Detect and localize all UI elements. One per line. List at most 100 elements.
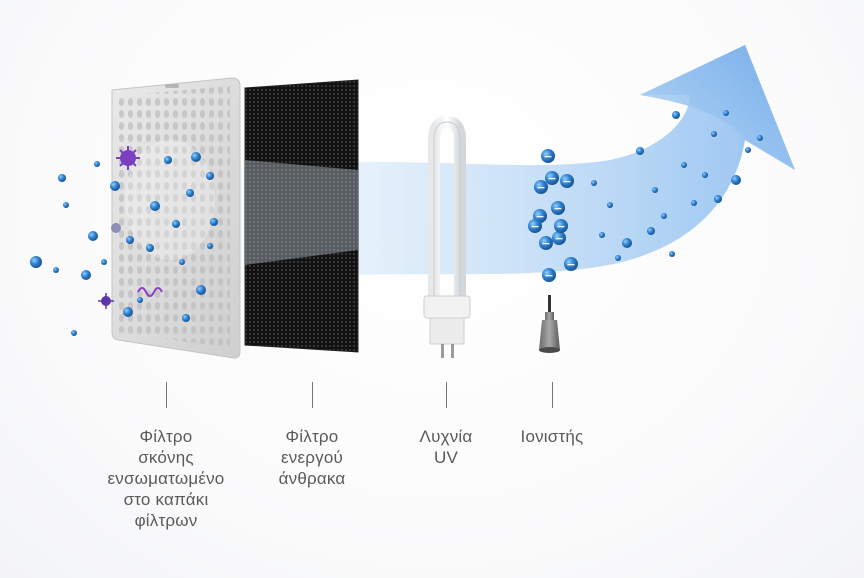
label-line: Λυχνία bbox=[419, 427, 473, 446]
air-particle bbox=[714, 195, 722, 203]
air-particle bbox=[607, 202, 613, 208]
svg-text:−: − bbox=[566, 258, 575, 271]
air-particle bbox=[206, 172, 214, 180]
air-particle bbox=[745, 147, 751, 153]
air-particle bbox=[591, 180, 597, 186]
air-particle bbox=[599, 232, 605, 238]
label-line: ενσωματωμένο bbox=[107, 469, 225, 488]
negative-ion-icon: − bbox=[534, 180, 548, 194]
negative-ion-icon: − bbox=[551, 201, 565, 215]
air-particle bbox=[71, 330, 77, 336]
label-ionizer: Ιονιστής bbox=[502, 426, 602, 447]
svg-text:−: − bbox=[544, 269, 553, 282]
label-line: ενεργού bbox=[281, 448, 343, 467]
airflow-arrow bbox=[230, 45, 795, 285]
air-particle bbox=[210, 218, 218, 226]
negative-ion-icon: − bbox=[542, 268, 556, 282]
leader-dust-filter bbox=[166, 382, 167, 408]
germ-icon bbox=[98, 293, 114, 309]
air-particle bbox=[647, 227, 655, 235]
carbon-filter bbox=[244, 79, 359, 353]
air-particle bbox=[179, 259, 185, 265]
air-particle bbox=[652, 187, 658, 193]
air-particle bbox=[191, 152, 201, 162]
label-line: UV bbox=[433, 448, 459, 467]
air-particle bbox=[615, 255, 621, 261]
label-line: άνθρακα bbox=[278, 469, 346, 488]
air-particle bbox=[661, 213, 667, 219]
air-particle bbox=[172, 220, 180, 228]
air-particles bbox=[30, 110, 763, 336]
air-particle bbox=[81, 270, 91, 280]
leader-uv-lamp bbox=[446, 382, 447, 408]
air-particle bbox=[186, 189, 194, 197]
svg-text:−: − bbox=[562, 175, 571, 188]
air-particle bbox=[669, 251, 675, 257]
air-particle bbox=[723, 110, 729, 116]
air-particle bbox=[757, 135, 763, 141]
leader-carbon-filter bbox=[312, 382, 313, 408]
air-particle bbox=[88, 231, 98, 241]
label-carbon-filter: Φίλτρο ενεργού άνθρακα bbox=[252, 426, 372, 489]
air-particle bbox=[681, 162, 687, 168]
air-particle bbox=[731, 175, 741, 185]
negative-ions: −−−−−−−−−−−− bbox=[528, 149, 578, 282]
air-particle bbox=[164, 156, 172, 164]
air-particle bbox=[196, 285, 206, 295]
svg-text:−: − bbox=[554, 232, 563, 245]
negative-ion-icon: − bbox=[564, 257, 578, 271]
negative-ion-icon: − bbox=[539, 236, 553, 250]
svg-text:−: − bbox=[541, 237, 550, 250]
negative-ion-icon: − bbox=[528, 219, 542, 233]
air-particle bbox=[711, 131, 717, 137]
germ-icon bbox=[116, 146, 140, 170]
negative-ion-icon: − bbox=[545, 171, 559, 185]
label-line: Φίλτρο bbox=[139, 427, 193, 446]
dust-particle bbox=[111, 223, 121, 233]
air-particle bbox=[636, 147, 644, 155]
dust-filter bbox=[111, 77, 241, 359]
ionizer bbox=[539, 295, 560, 353]
air-particle bbox=[702, 172, 708, 178]
air-particle bbox=[672, 111, 680, 119]
svg-text:−: − bbox=[553, 202, 562, 215]
label-line: φίλτρων bbox=[134, 511, 198, 530]
label-line: στο καπάκι bbox=[123, 490, 209, 509]
negative-ion-icon: − bbox=[560, 174, 574, 188]
label-uv-lamp: Λυχνία UV bbox=[396, 426, 496, 468]
air-particle bbox=[110, 181, 120, 191]
bacteria-icon bbox=[137, 287, 163, 297]
svg-text:−: − bbox=[535, 210, 544, 223]
label-line: σκόνης bbox=[138, 448, 194, 467]
svg-text:−: − bbox=[556, 220, 565, 233]
negative-ion-icon: − bbox=[541, 149, 555, 163]
label-line: Φίλτρο bbox=[285, 427, 339, 446]
svg-text:−: − bbox=[536, 181, 545, 194]
air-particle bbox=[150, 201, 160, 211]
label-line: Ιονιστής bbox=[520, 427, 584, 446]
air-particle bbox=[30, 256, 42, 268]
svg-text:−: − bbox=[547, 172, 556, 185]
negative-ion-icon: − bbox=[554, 219, 568, 233]
negative-ion-icon: − bbox=[552, 231, 566, 245]
air-particle bbox=[63, 202, 69, 208]
air-particle bbox=[58, 174, 66, 182]
svg-text:−: − bbox=[543, 150, 552, 163]
air-particle bbox=[137, 297, 143, 303]
air-particle bbox=[622, 238, 632, 248]
air-particle bbox=[207, 243, 213, 249]
air-particle bbox=[126, 236, 134, 244]
air-particle bbox=[94, 161, 100, 167]
leader-ionizer bbox=[552, 382, 553, 408]
air-particle bbox=[101, 259, 107, 265]
label-dust-filter: Φίλτρο σκόνης ενσωματωμένο στο καπάκι φί… bbox=[86, 426, 246, 531]
svg-text:−: − bbox=[530, 220, 539, 233]
air-particle bbox=[146, 244, 154, 252]
air-particle bbox=[182, 314, 190, 322]
air-particle bbox=[691, 200, 697, 206]
air-particle bbox=[53, 267, 59, 273]
air-particle bbox=[123, 307, 133, 317]
uv-lamp bbox=[423, 115, 471, 358]
